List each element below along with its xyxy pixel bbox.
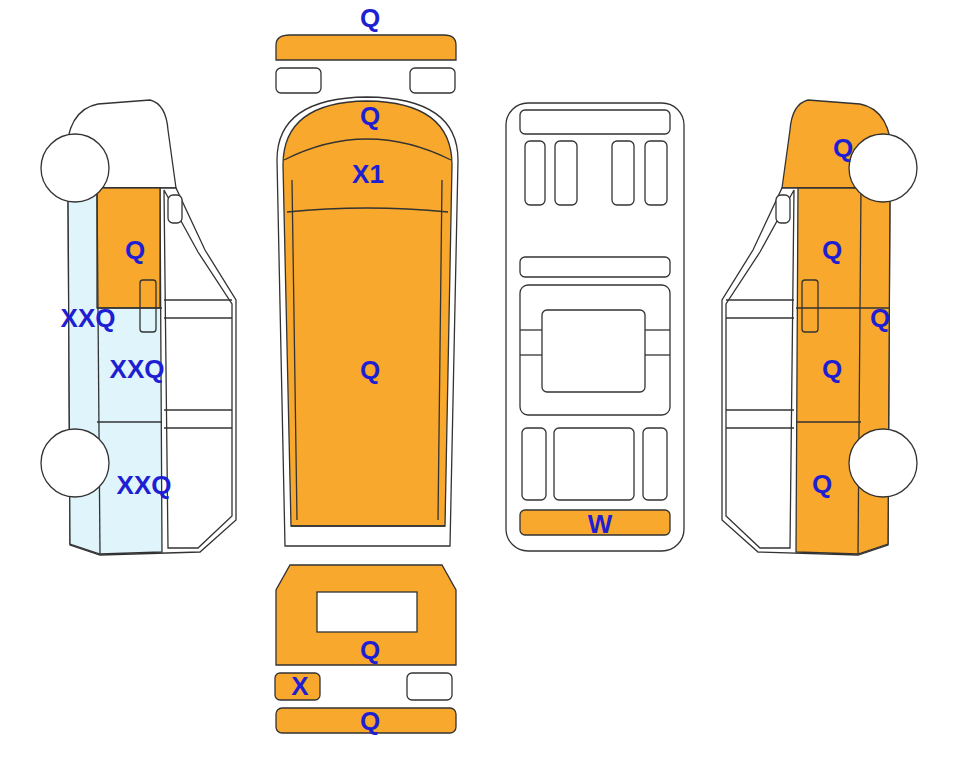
underside-view [506,103,684,551]
damage-code: Q [870,305,890,331]
damage-code: XXQ [61,305,116,331]
damage-code: XXQ [117,472,172,498]
damage-code: Q [360,103,380,129]
top-view [276,35,458,546]
rear-view [275,565,456,733]
damage-code: Q [833,135,853,161]
damage-code: Q [360,357,380,383]
damage-code: Q [822,237,842,263]
damage-code: Q [360,5,380,31]
damage-code: Q [360,708,380,734]
damage-code: X1 [352,161,384,187]
damage-code: Q [812,471,832,497]
left-side-view [41,100,236,555]
damage-code: XXQ [110,356,165,382]
damage-code: Q [822,356,842,382]
damage-code: X [291,673,308,699]
right-side-view [722,100,917,555]
damage-code: W [588,511,613,537]
damage-code: Q [360,637,380,663]
damage-code: Q [125,237,145,263]
